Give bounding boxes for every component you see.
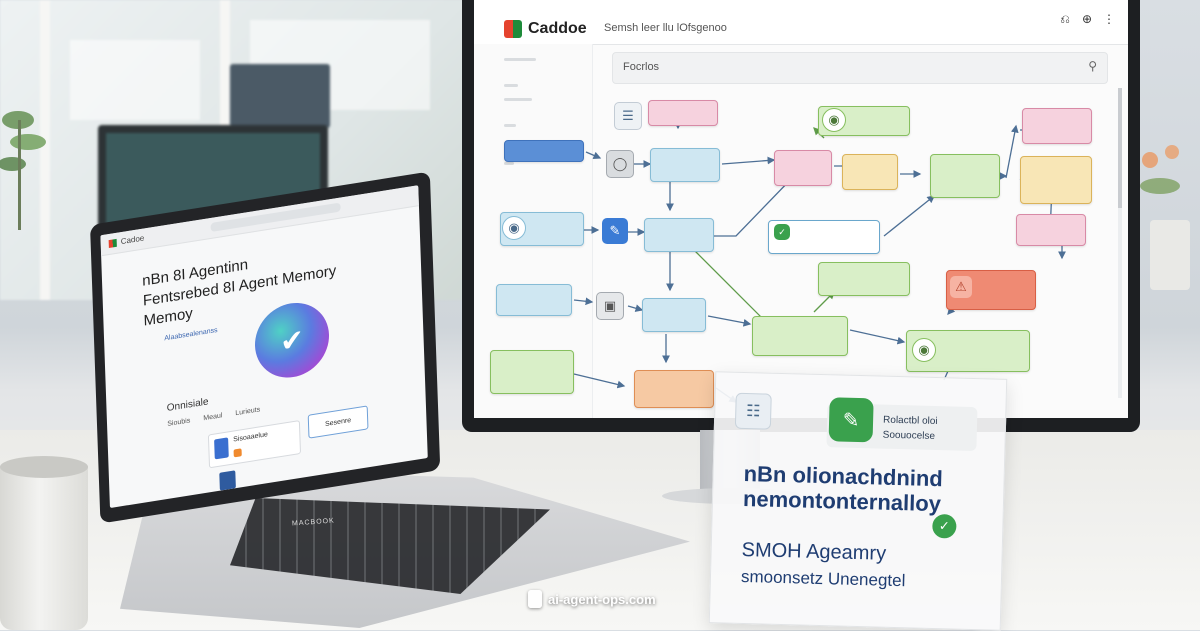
check-icon: ✓ [774,224,790,240]
scrollbar-track[interactable] [1118,88,1122,398]
flow-node[interactable] [644,218,714,252]
chat-icon[interactable]: ▣ [596,292,624,320]
sidebar-item[interactable] [504,58,536,61]
file-icon [214,437,229,460]
sidebar-item[interactable] [504,162,514,165]
app-logo-icon [504,20,522,38]
flow-node[interactable] [648,100,718,126]
flow-node[interactable] [842,154,898,190]
document-icon: ☷ [734,392,772,430]
flow-node[interactable] [818,262,910,296]
laptop-chip[interactable]: Sioubis [167,417,191,428]
sidebar-item[interactable] [504,84,518,87]
bell-icon[interactable]: ⎌ [1060,12,1070,26]
laptop-lid: Cadoe nBn 8I Agentinn Fentsrebed 8I Agen… [90,171,441,524]
search-icon[interactable]: ⚲ [1088,59,1097,73]
laptop-section-title: Onnisiale [166,396,209,414]
flow-node[interactable] [774,150,832,186]
card-badge-line1: Rolactbl oloi [882,414,938,428]
main-monitor: Caddoe Semsh leer llu lOfsgenoo ⎌ ⊕ ⋮ Fo… [462,0,1140,432]
flow-node[interactable] [496,284,572,316]
flow-node[interactable] [504,140,584,162]
laptop-screen: Cadoe nBn 8I Agentinn Fentsrebed 8I Agen… [100,185,428,509]
more-icon[interactable]: ⋮ [1103,12,1115,26]
flow-node[interactable] [1022,108,1092,144]
background-monitor-small [230,64,330,128]
flow-node[interactable] [650,148,720,182]
list-icon[interactable]: ☰ [614,102,642,130]
plant-left [0,111,46,230]
laptop-card[interactable]: Sisoaaelue [207,420,302,469]
watermark: ai-agent-ops.com [528,590,656,608]
sidebar-item[interactable] [504,98,532,101]
address-bar[interactable] [210,202,341,232]
search-bar[interactable]: Focrlos ⚲ [612,52,1108,84]
help-icon[interactable]: ⊕ [1081,12,1093,26]
app-title: Caddoe [528,20,587,37]
scrollbar-thumb[interactable] [1118,88,1122,208]
flow-node[interactable] [634,370,714,408]
document-icon [219,470,236,491]
watermark-text: ai-agent-ops.com [548,591,656,607]
laptop-chip[interactable]: Lurieuts [235,406,261,418]
sidebar-item[interactable] [504,124,516,127]
bot-icon: ◉ [912,338,936,362]
laptop-chip[interactable]: Meaul [203,412,223,423]
check-circle-icon: ✓ [932,513,957,539]
tag-icon [233,448,242,458]
coffee-mug [0,456,88,630]
laptop-logo-icon [108,238,117,249]
notebook-icon: ✎ [828,397,874,443]
app-header: Caddoe Semsh leer llu lOfsgenoo ⎌ ⊕ ⋮ [474,0,1128,45]
card-title-line2: nemontonternalloy [742,485,942,517]
search-label: Focrlos [623,61,660,73]
laptop-card-label: Sisoaaelue [233,431,268,444]
plant-right [1140,145,1190,290]
laptop-heading-line3: Memoy [143,304,194,330]
monitor-screen: Caddoe Semsh leer llu lOfsgenoo ⎌ ⊕ ⋮ Fo… [474,0,1128,418]
header-breadcrumb[interactable]: Semsh leer llu lOfsgenoo [604,22,727,34]
hero-logo-icon: ✔ [253,297,331,383]
flow-node[interactable] [642,298,706,332]
flow-node[interactable] [490,350,574,394]
card-subtitle-line1: SMOH Ageamry [741,538,887,565]
flow-node[interactable] [930,154,1000,198]
shield-icon[interactable]: ◯ [606,150,634,178]
agent-icon: ◉ [502,216,526,240]
feature-card: ☷ ✎ Rolactbl oloi Soouocelse nBn olionac… [708,371,1008,631]
flow-node[interactable] [1016,214,1086,246]
edit-icon[interactable]: ✎ [602,218,628,244]
laptop-card-button[interactable]: Sesenre [307,405,369,439]
robot-icon: ◉ [822,108,846,132]
card-subtitle-line2: smoonsetz Unenegtel [740,566,906,591]
laptop-tagline[interactable]: Alaabsealenanss [164,326,218,343]
site-logo-icon [528,590,542,608]
laptop-brand: Cadoe [120,233,145,247]
flow-node[interactable] [752,316,848,356]
flow-node[interactable] [1020,156,1092,204]
card-badge-line2: Soouocelse [882,429,936,442]
warning-icon: ⚠ [950,276,972,298]
